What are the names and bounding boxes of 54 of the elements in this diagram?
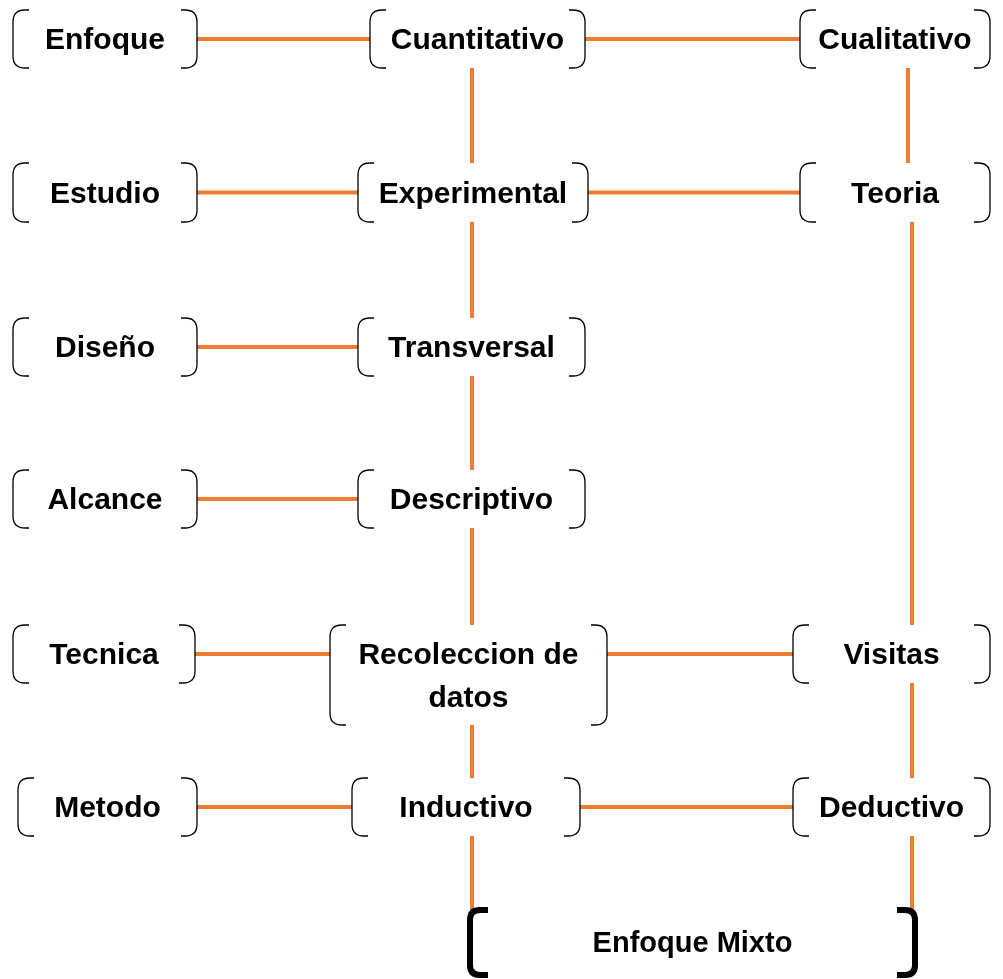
node-label: Tecnica <box>49 636 159 673</box>
bracket-frame <box>470 910 915 975</box>
connector-line <box>470 836 474 910</box>
node-label: Recoleccion de datos <box>357 635 580 715</box>
bracket-box <box>13 318 197 376</box>
bracket-box <box>13 625 195 683</box>
node-label: Visitas <box>843 636 940 673</box>
node-label: Enfoque <box>45 21 165 58</box>
bracket-box <box>13 10 197 68</box>
bracket-box <box>352 778 580 836</box>
node-label: Deductivo <box>819 789 964 826</box>
node-label: Experimental <box>378 174 568 211</box>
bracket-box <box>793 625 990 683</box>
connector-line <box>910 836 914 910</box>
connector-line <box>197 190 358 195</box>
connector-line <box>470 222 474 318</box>
bracket-box <box>800 163 990 222</box>
node-label: Teoria <box>851 174 939 211</box>
connector-line <box>197 37 370 41</box>
node-label: Descriptivo <box>389 481 554 518</box>
node-label: Cualitativo <box>818 21 972 58</box>
bracket-box <box>358 163 588 222</box>
node-label: Transversal <box>388 329 555 366</box>
connector-line <box>470 725 474 778</box>
bracket-box <box>800 10 990 68</box>
bracket-box <box>13 163 197 222</box>
connector-line <box>197 497 358 501</box>
bracket-box <box>370 10 585 68</box>
node-label: Estudio <box>50 174 160 211</box>
connector-line <box>195 652 330 656</box>
connector-line <box>910 222 914 625</box>
bracket-box <box>358 318 585 376</box>
bracket-box <box>793 778 990 836</box>
node-label: Cuantitativo <box>390 21 565 58</box>
connector-line <box>470 68 474 163</box>
connector-line <box>470 528 474 625</box>
bracket-box <box>358 470 585 528</box>
bracket-box <box>18 778 197 836</box>
connector-line <box>910 683 914 778</box>
node-label: Alcance <box>47 481 163 518</box>
bracket-box <box>13 470 197 528</box>
connector-line <box>588 190 800 195</box>
node-label: Metodo <box>54 789 161 826</box>
bracket-box <box>330 625 607 725</box>
connector-line <box>607 652 793 656</box>
connector-line <box>197 345 358 349</box>
connector-line <box>906 68 910 163</box>
connector-line <box>585 37 800 41</box>
node-label: Diseño <box>55 329 155 366</box>
connector-line <box>197 805 352 809</box>
node-label: Enfoque Mixto <box>592 925 793 961</box>
connector-line <box>470 376 474 470</box>
node-label: Inductivo <box>399 789 533 826</box>
connector-line <box>580 805 793 809</box>
